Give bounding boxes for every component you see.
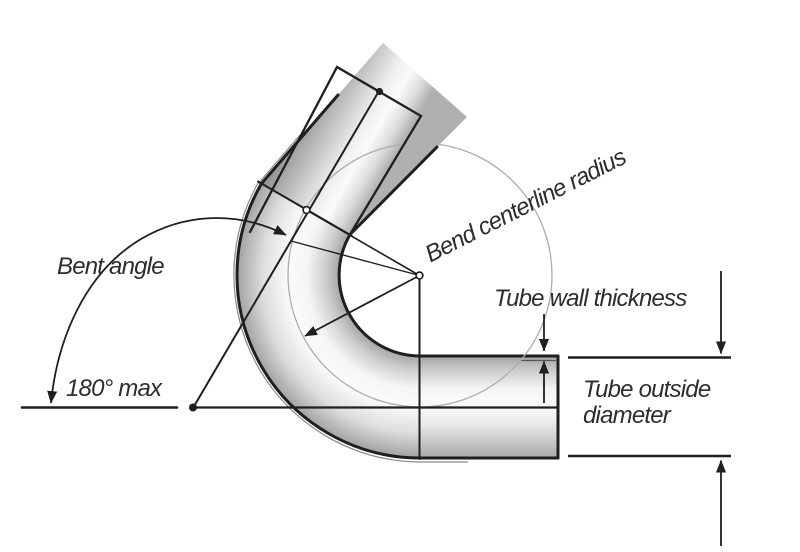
bend-limit-label: 180° max — [66, 375, 162, 402]
reference-points — [189, 87, 424, 412]
tube-bend-section — [236, 183, 420, 458]
vertex-dot — [189, 403, 197, 412]
tube-angled-leg — [261, 43, 467, 235]
bend-center-marker — [415, 271, 424, 280]
bend-radius-arrow — [304, 274, 420, 337]
tube-outside-diameter-line1: Tube outside — [583, 376, 711, 403]
tube-inner-edge — [337, 145, 560, 358]
bent-angle-label: Bent angle — [57, 253, 165, 280]
tube-outside-diameter-line2: diameter — [583, 401, 671, 429]
tube-end-centerline-dot — [375, 87, 384, 96]
bent-angle-arc-arrow — [47, 217, 287, 404]
center-to-arc-line — [290, 240, 421, 277]
tube-wall-thickness-label: Tube wall thickness — [494, 285, 687, 312]
outside-diameter-dimension — [568, 271, 731, 546]
tube-outside-diameter-label: Tube outside diameter — [583, 376, 711, 429]
center-to-tangent-line — [305, 209, 421, 277]
tangent-point-marker — [302, 205, 311, 215]
